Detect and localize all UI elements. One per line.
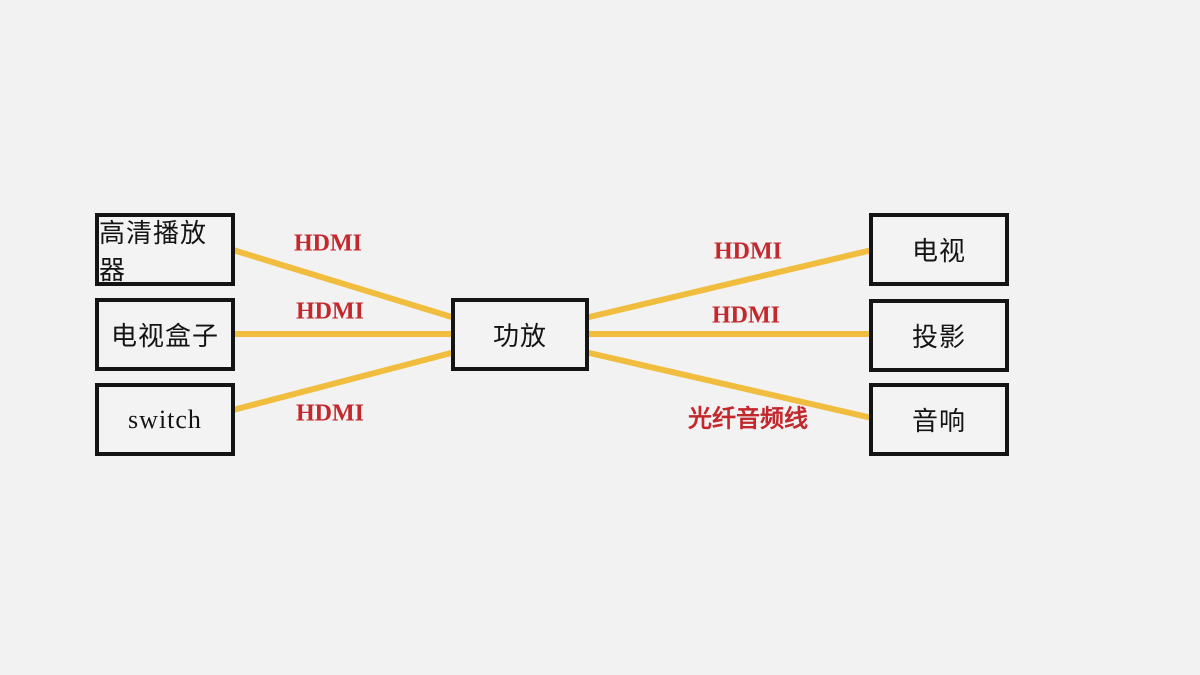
node-switch-label: switch — [128, 404, 202, 434]
edge-label-hdmi-tv: HDMI — [714, 238, 782, 265]
edge-label-hdmi-projector: HDMI — [712, 302, 780, 329]
node-tv-box-label: 电视盒子 — [110, 322, 219, 351]
edge-label-hdmi-switch: HDMI — [296, 400, 364, 427]
node-amplifier: 功放 — [451, 298, 589, 371]
node-amplifier-label: 功放 — [492, 322, 547, 351]
node-projector-label: 投影 — [911, 323, 966, 352]
wire-amp-to-tv — [582, 247, 875, 321]
node-hd-player-label: 高清播放器 — [99, 218, 208, 285]
node-speakers-label: 音响 — [911, 407, 966, 436]
edge-label-hdmi-hd-player: HDMI — [294, 230, 362, 257]
wire-amp-to-speakers — [582, 349, 875, 421]
node-tv-label: 电视 — [911, 237, 966, 266]
edge-label-hdmi-tv-box: HDMI — [296, 298, 364, 325]
node-tv-box: 电视盒子 — [95, 298, 235, 371]
node-hd-player: 高清播放器 — [95, 213, 235, 286]
wire-switch-to-amp — [230, 349, 458, 413]
node-tv: 电视 — [869, 213, 1009, 286]
node-switch: switch — [95, 383, 235, 456]
node-speakers: 音响 — [869, 383, 1009, 456]
node-projector: 投影 — [869, 299, 1009, 372]
edge-label-optical-audio: 光纤音频线 — [688, 406, 808, 433]
wire-hd-player-to-amp — [230, 247, 458, 321]
